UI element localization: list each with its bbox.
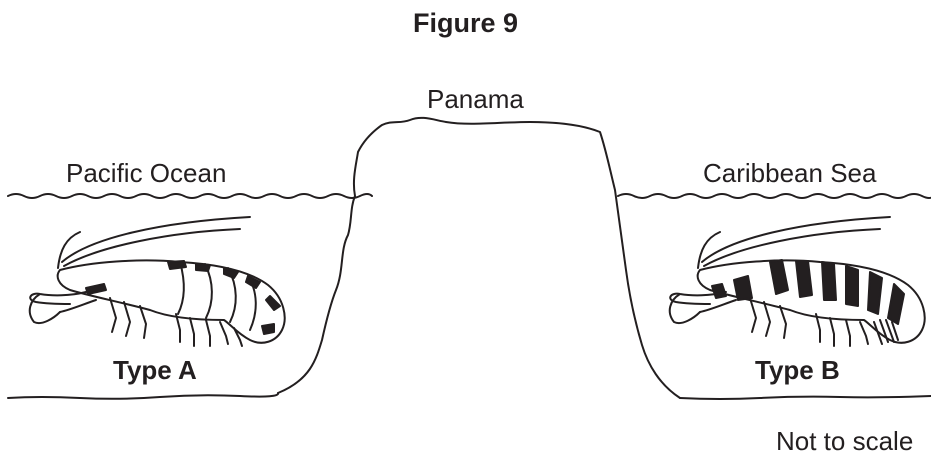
shrimp-a-antenna [61,216,251,263]
type-b-label: Type B [755,355,840,385]
shrimp-b-stripe [733,275,753,301]
shrimp-a-spot [195,263,211,272]
shrimp-a-spot [223,267,239,279]
shrimp-a-spot [265,295,281,311]
shrimp-a-leg [189,317,195,347]
shrimp-b-antenna [703,228,881,267]
pacific-water-surface [7,193,373,199]
panama-label: Panama [427,84,524,114]
shrimp-type-a [28,216,286,347]
shrimp-a-spot [245,275,261,289]
pacific-ocean-label: Pacific Ocean [66,158,227,188]
shrimp-a-segment [177,261,185,315]
shrimp-b-leg [749,297,757,333]
shrimp-b-leg [763,301,771,337]
shrimp-a-spot [85,283,107,295]
shrimp-a-leg [205,319,211,347]
shrimp-a-leg [233,327,243,347]
shrimp-b-leg [859,321,869,345]
shrimp-a-leg [109,297,117,333]
shrimp-b-leg [815,313,821,343]
panama-isthmus [277,116,681,399]
shrimp-a-segment [204,263,213,319]
shrimp-b-stripe [795,260,813,298]
shrimp-a-leg [175,313,181,343]
shrimp-b-claw [668,291,727,324]
shrimp-b-antenna [701,216,891,263]
figure-title: Figure 9 [412,8,519,38]
shrimp-type-b [668,216,926,347]
shrimp-a-leg [219,321,229,345]
shrimp-a-claw [59,299,97,313]
shrimp-b-leg [779,305,787,339]
shrimp-b-leg [829,317,835,347]
type-a-label: Type A [113,355,197,385]
shrimp-b-stripe [821,261,837,301]
shrimp-a-antenna [63,228,241,267]
shrimp-b-stripe [845,265,859,307]
caribbean-water-surface [617,193,931,199]
shrimp-b-tail [873,319,899,345]
shrimp-a-claw [28,291,87,324]
shrimp-a-spot [167,260,187,270]
shrimp-a-leg [123,301,131,337]
shrimp-a-spot [261,323,275,335]
shrimp-b-claw [699,299,737,313]
caribbean-sea-label: Caribbean Sea [703,158,877,188]
caribbean-seabed [679,395,931,400]
shrimp-a-antenna [57,231,81,269]
shrimp-b-leg [845,319,851,347]
shrimp-b-antenna [697,231,721,269]
shrimp-b-stripe [769,259,789,295]
pacific-seabed [7,392,279,400]
scale-note: Not to scale [776,426,914,456]
shrimp-b-stripe [887,283,905,325]
shrimp-b-stripe [711,283,727,299]
shrimp-b-stripe [867,271,883,315]
shrimp-a-leg [139,305,147,339]
